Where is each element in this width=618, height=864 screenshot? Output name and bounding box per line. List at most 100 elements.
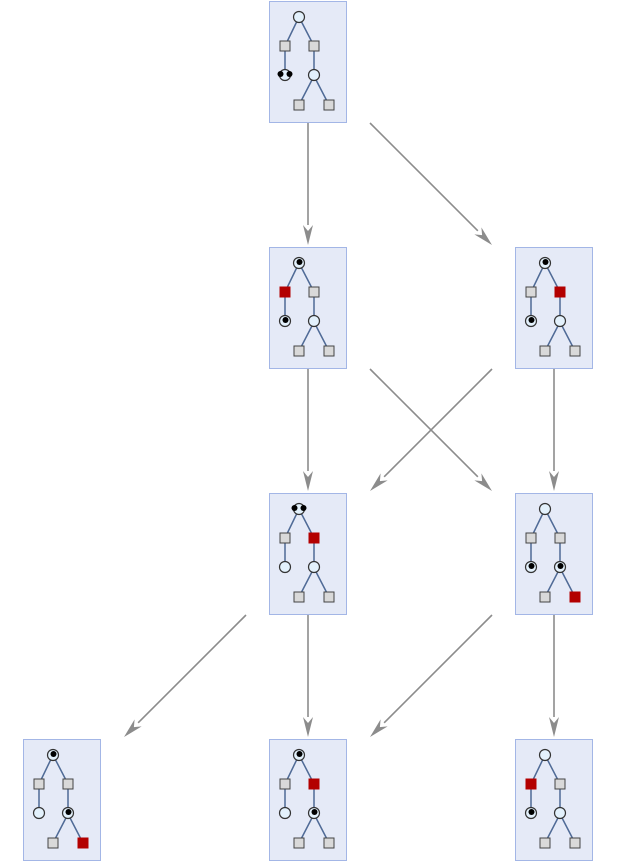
square-node <box>293 591 305 603</box>
square-node <box>33 778 45 790</box>
state-box-frame <box>23 739 101 861</box>
square-node <box>279 532 291 544</box>
square-node <box>62 778 74 790</box>
state-box-frame <box>269 247 347 369</box>
transition-arrow <box>549 369 559 491</box>
arrowhead-icon <box>474 473 492 491</box>
token-dot <box>300 505 307 511</box>
marked-square-node <box>77 837 89 849</box>
arrowhead-icon <box>474 227 492 245</box>
marked-square-node <box>308 532 320 544</box>
state-box-frame <box>515 247 593 369</box>
state-box <box>515 493 593 615</box>
square-node <box>308 40 320 52</box>
state-box <box>269 739 347 861</box>
state-box <box>269 493 347 615</box>
square-node <box>323 591 335 603</box>
token-dot <box>296 751 303 757</box>
token-dot <box>528 317 535 323</box>
marked-square-node <box>554 286 566 298</box>
square-node <box>525 532 537 544</box>
circle-node <box>292 10 306 24</box>
transition-arrow <box>303 615 313 737</box>
state-box <box>269 247 347 369</box>
transition-arrow <box>549 615 559 737</box>
transition-arrow <box>370 614 493 737</box>
token-dot <box>286 71 293 77</box>
marked-square-node <box>569 591 581 603</box>
circle-node <box>278 806 292 820</box>
arrow-line <box>383 368 493 478</box>
state-box <box>515 739 593 861</box>
circle-node <box>307 314 321 328</box>
state-box <box>269 1 347 123</box>
token-dot <box>311 809 318 815</box>
token-dot <box>296 259 303 265</box>
state-box-frame <box>269 739 347 861</box>
circle-node <box>307 68 321 82</box>
circle-node <box>553 314 567 328</box>
circle-node <box>538 502 552 516</box>
transition-arrow <box>370 368 493 491</box>
marked-square-node <box>279 286 291 298</box>
arrow-line <box>137 614 247 724</box>
square-node <box>554 532 566 544</box>
token-dot <box>557 563 564 569</box>
square-node <box>569 345 581 357</box>
square-node <box>539 345 551 357</box>
arrow-line <box>383 614 493 724</box>
square-node <box>293 99 305 111</box>
circle-node <box>278 560 292 574</box>
square-node <box>569 837 581 849</box>
square-node <box>323 345 335 357</box>
square-node <box>279 40 291 52</box>
square-node <box>293 837 305 849</box>
square-node <box>323 837 335 849</box>
square-node <box>525 286 537 298</box>
marked-square-node <box>525 778 537 790</box>
arrowhead-icon <box>303 471 313 491</box>
arrowhead-icon <box>124 719 142 737</box>
arrow-line <box>369 122 479 232</box>
transition-arrow <box>303 123 313 245</box>
circle-node <box>307 560 321 574</box>
token-dot <box>542 259 549 265</box>
token-dot <box>65 809 72 815</box>
state-box <box>515 247 593 369</box>
token-dot <box>528 809 535 815</box>
square-node <box>539 591 551 603</box>
square-node <box>47 837 59 849</box>
square-node <box>539 837 551 849</box>
state-box-frame <box>269 1 347 123</box>
transition-arrow <box>303 369 313 491</box>
transition-arrow <box>369 368 492 491</box>
square-node <box>293 345 305 357</box>
arrowhead-icon <box>370 719 388 737</box>
circle-node <box>538 748 552 762</box>
arrowhead-icon <box>370 473 388 491</box>
arrowhead-icon <box>549 471 559 491</box>
state-box-frame <box>515 739 593 861</box>
arrowhead-icon <box>303 225 313 245</box>
arrow-line <box>369 368 479 478</box>
square-node <box>308 286 320 298</box>
state-box-frame <box>515 493 593 615</box>
transition-arrow <box>124 614 247 737</box>
token-dot <box>291 505 298 511</box>
square-node <box>323 99 335 111</box>
token-dot <box>282 317 289 323</box>
circle-node <box>32 806 46 820</box>
token-dot <box>528 563 535 569</box>
circle-node <box>553 806 567 820</box>
token-dot <box>277 71 284 77</box>
marked-square-node <box>308 778 320 790</box>
arrowhead-icon <box>303 717 313 737</box>
square-node <box>279 778 291 790</box>
transition-arrow <box>369 122 492 245</box>
state-box-frame <box>269 493 347 615</box>
arrowhead-icon <box>549 717 559 737</box>
token-dot <box>50 751 57 757</box>
square-node <box>554 778 566 790</box>
state-box <box>23 739 101 861</box>
